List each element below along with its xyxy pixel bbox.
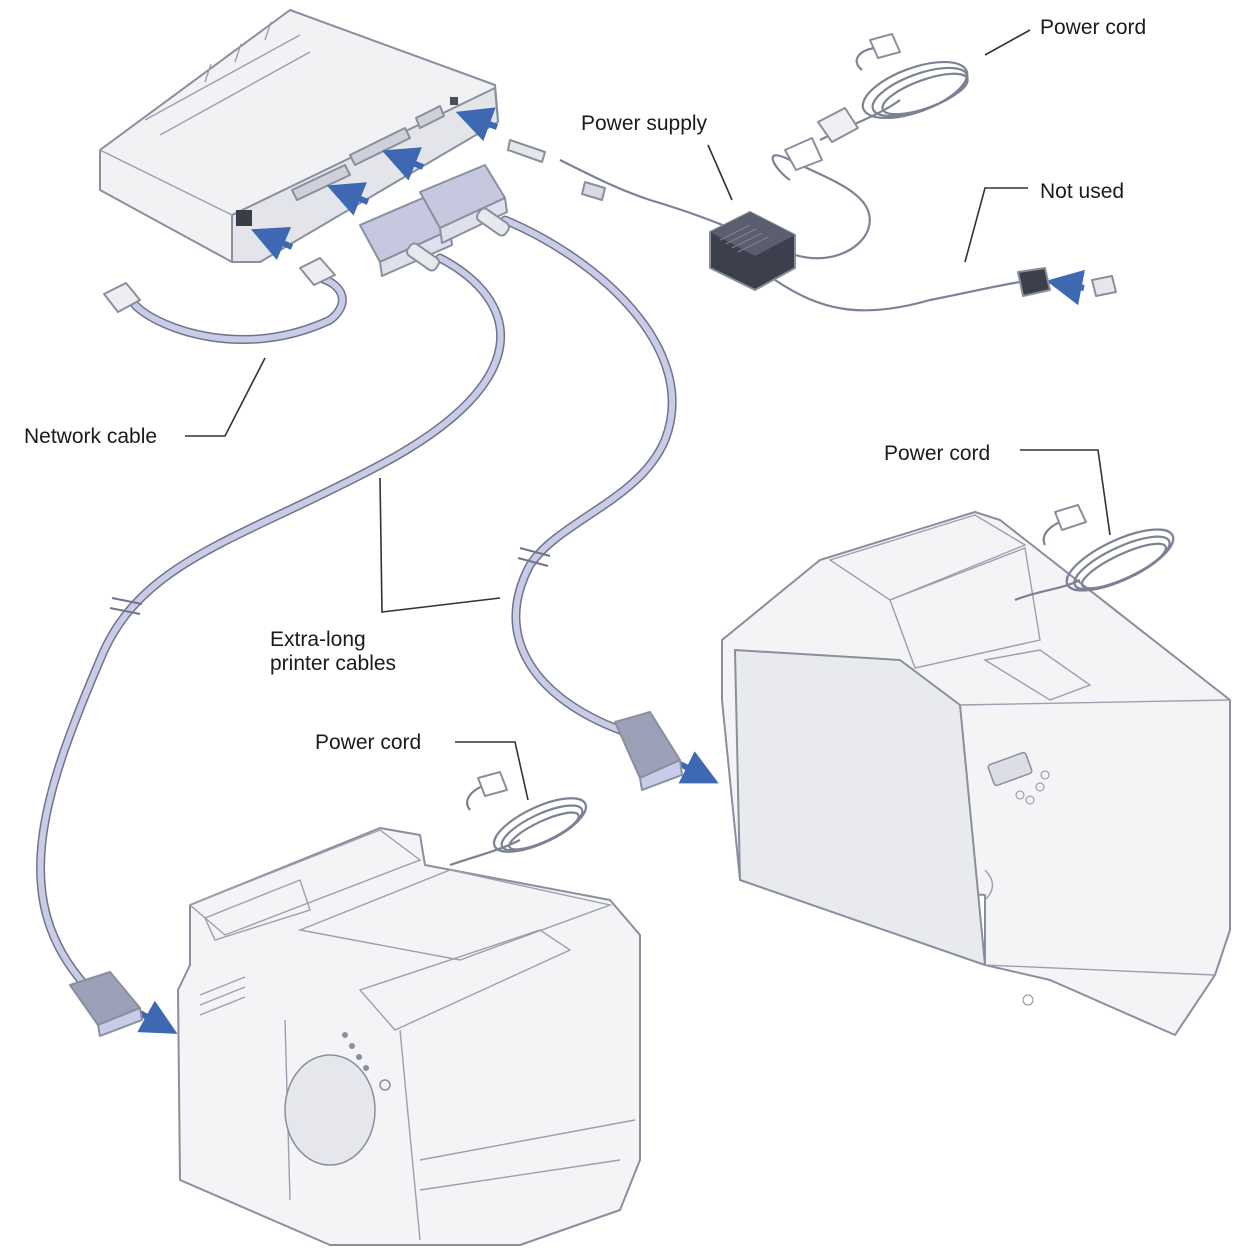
arrow-parallel-2 (381, 147, 425, 181)
db25-connector-2 (419, 164, 510, 244)
arrow-printer-right (678, 751, 719, 784)
label-printer-cables-line2: printer cables (270, 652, 396, 675)
print-server (99, 9, 499, 263)
network-cable (103, 257, 347, 344)
label-power-supply: Power supply (581, 112, 708, 135)
centronics-connector-right (614, 711, 683, 791)
printer-small (177, 827, 641, 1246)
label-power-cord-right: Power cord (884, 442, 990, 465)
serial-port (415, 105, 445, 129)
parallel-port-2 (349, 127, 411, 166)
db25-connector-1 (359, 194, 453, 277)
power-jack (450, 97, 458, 105)
power-cord-left (449, 771, 588, 867)
power-supply (507, 137, 871, 291)
not-used-cable (774, 267, 1117, 312)
arrow-not-used (1046, 269, 1085, 306)
label-power-cord-top: Power cord (1040, 16, 1146, 39)
arrow-network (250, 227, 294, 261)
label-network-cable: Network cable (24, 425, 157, 448)
label-not-used: Not used (1040, 180, 1124, 203)
centronics-connector-left (69, 971, 143, 1037)
parallel-port-1 (291, 164, 351, 201)
leader-lines (185, 29, 1111, 801)
label-printer-cables-line1: Extra-long (270, 628, 366, 651)
arrow-printer-left (137, 1000, 178, 1034)
printer-large (721, 511, 1231, 1036)
operator-panel (987, 751, 1033, 787)
label-power-cord-left: Power cord (315, 731, 421, 754)
rj45-plug-right (299, 257, 336, 286)
rj45-plug-left (103, 282, 141, 313)
printer-cable-left (36, 253, 506, 990)
labels: Power cord Power supply Not used Network… (24, 16, 1146, 754)
vent-grille (284, 1054, 376, 1166)
arrow-parallel-1 (326, 182, 370, 216)
power-cord-right (1014, 504, 1175, 602)
terminator-cap (1091, 275, 1117, 297)
power-cord-top (817, 33, 969, 143)
arrow-power-jack (455, 107, 499, 142)
network-port (236, 210, 252, 226)
connection-arrows (137, 107, 1085, 1034)
printer-cable-right (500, 215, 677, 735)
